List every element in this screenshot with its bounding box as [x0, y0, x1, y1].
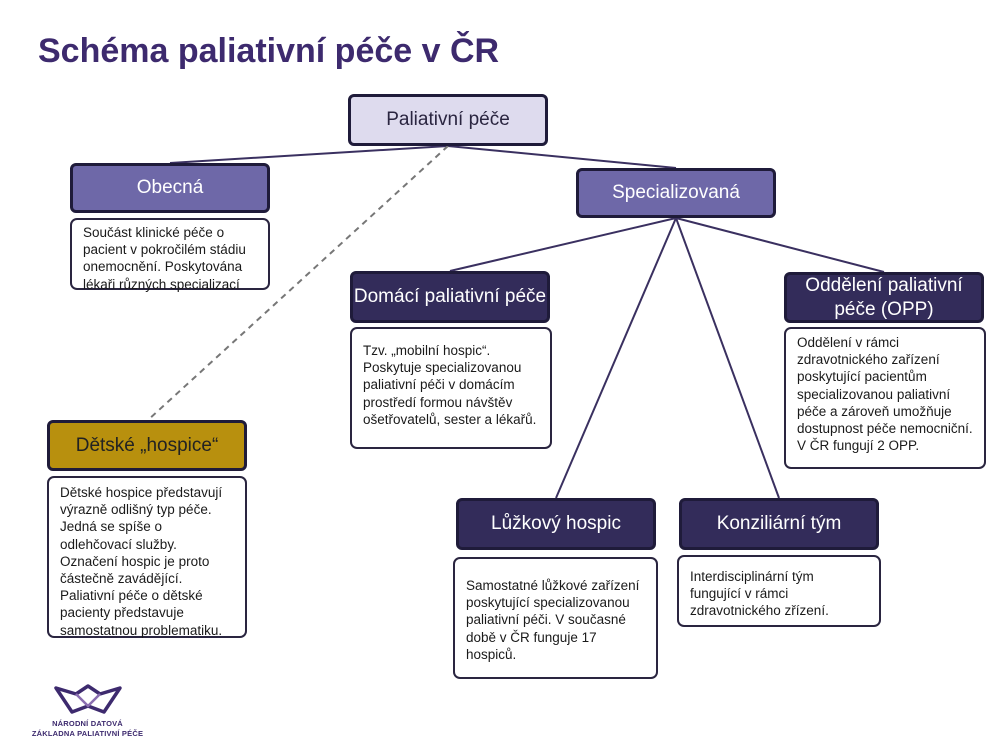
node-oddeleni-paliativni-pece: Oddělení paliativní péče (OPP)	[784, 272, 984, 323]
cupped-hands-logo-icon	[54, 684, 122, 714]
connector-specialized-ward	[675, 217, 885, 273]
desc-luzkovy: Samostatné lůžkové zařízení poskytující …	[453, 557, 658, 679]
node-detske-label: Dětské „hospice“	[75, 434, 219, 456]
node-specializovana: Specializovaná	[576, 168, 776, 218]
desc-oddeleni: Oddělení v rámci zdravotnického zařízení…	[784, 327, 986, 469]
desc-obecna: Součást klinické péče o pacient v pokroč…	[70, 218, 270, 292]
desc-konziliarni: Interdisciplinární tým fungující v rámci…	[677, 555, 881, 627]
node-paliativni-pece-label: Paliativní péče	[386, 109, 510, 131]
node-specializovana-label: Specializovaná	[612, 182, 740, 204]
connector-root-children-dashed	[147, 145, 449, 421]
logo-text-line2: ZÁKLADNA PALIATIVNÍ PÉČE	[31, 729, 144, 738]
connector-root-specialized	[447, 145, 677, 169]
node-luzkovy-label: Lůžkový hospic	[491, 513, 621, 535]
node-obecna-label: Obecná	[136, 177, 204, 199]
node-paliativni-pece: Paliativní péče	[348, 94, 548, 146]
desc-detske: Dětské hospice představují výrazně odliš…	[47, 476, 247, 638]
connector-root-general	[169, 145, 449, 164]
node-domaci-label: Domácí paliativní péče	[353, 286, 547, 308]
node-detske-hospice: Dětské „hospice“	[47, 420, 247, 471]
node-konziliarni-label: Konziliární tým	[716, 513, 842, 535]
logo: NÁRODNÍ DATOVÁ ZÁKLADNA PALIATIVNÍ PÉČE	[30, 682, 145, 742]
connector-specialized-consult	[675, 217, 780, 499]
page-title: Schéma paliativní péče v ČR	[38, 32, 500, 70]
node-oddeleni-label: Oddělení paliativní péče (OPP)	[805, 274, 963, 320]
desc-domaci: Tzv. „mobilní hospic“. Poskytuje special…	[350, 327, 552, 449]
node-domaci-paliativni-pece: Domácí paliativní péče	[350, 271, 550, 323]
connector-specialized-inpatient	[555, 217, 677, 499]
node-obecna: Obecná	[70, 163, 270, 213]
logo-text-line1: NÁRODNÍ DATOVÁ	[52, 719, 123, 728]
node-konziliarni-tym: Konziliární tým	[679, 498, 879, 550]
node-luzkovy-hospic: Lůžkový hospic	[456, 498, 656, 550]
connector-specialized-home	[449, 217, 677, 272]
